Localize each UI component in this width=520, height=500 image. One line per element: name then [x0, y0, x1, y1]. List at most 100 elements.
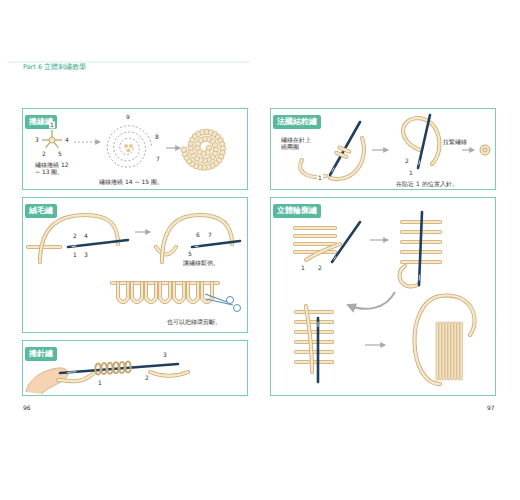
thread-outline	[336, 153, 346, 157]
needle	[68, 240, 128, 247]
step-arrow	[348, 292, 395, 309]
thread	[150, 372, 188, 376]
thread	[295, 243, 335, 245]
scissors-handle	[234, 305, 241, 312]
needle	[332, 222, 360, 262]
needle-eye	[419, 275, 420, 281]
callout-number: 4	[83, 232, 89, 239]
note-text: 拉緊繡線	[442, 138, 468, 145]
thread-outline	[146, 283, 156, 302]
raised-stitch	[439, 322, 441, 380]
note-text: 讓繡線鬆弛。	[182, 259, 220, 266]
thread	[40, 215, 118, 262]
thread	[162, 215, 232, 262]
needle	[317, 318, 320, 382]
callout-number: 2	[404, 157, 410, 164]
thread	[414, 295, 474, 384]
step-arrow	[365, 344, 385, 345]
raised-stitch	[436, 322, 438, 380]
thread-outline	[160, 283, 170, 302]
step-arrow	[462, 149, 474, 150]
panel-heading: 法國結粒繡	[273, 115, 321, 129]
raised-stitch	[454, 322, 456, 380]
callout-number: 1	[97, 379, 103, 386]
thread-outline	[295, 226, 335, 230]
wrap-coil	[113, 362, 118, 373]
raised-stitch	[460, 322, 462, 380]
thread-outline	[399, 266, 418, 286]
thread	[296, 321, 332, 323]
scissors-blade	[205, 294, 233, 305]
callout-number: 7	[155, 155, 161, 162]
thread-outline	[132, 283, 142, 302]
thread	[118, 283, 128, 302]
note-text: 繡線捲繞 12 ~ 13 圈。	[34, 161, 74, 175]
thread-outline	[296, 330, 332, 334]
thread-outline	[40, 215, 118, 262]
thread-outline	[296, 340, 332, 344]
center-knot	[127, 149, 131, 153]
needle	[419, 212, 422, 285]
callout-number: 1	[72, 251, 78, 258]
callout-number: 6	[195, 231, 201, 238]
thread-outline	[188, 283, 198, 302]
spoke-center	[49, 137, 55, 143]
thread	[160, 283, 170, 302]
thread	[146, 283, 156, 302]
thread	[156, 247, 176, 255]
raised-stitch	[457, 322, 459, 380]
stitch-panel: 捲針繡	[22, 340, 248, 396]
thread-outline	[296, 310, 332, 314]
raised-stitch	[448, 322, 450, 380]
needle-eye	[318, 322, 319, 327]
callout-number: 2	[144, 374, 150, 381]
needle-eye	[67, 371, 76, 373]
note-text: 繡線在針上 繞兩圈	[280, 136, 316, 150]
callout-number: 2	[41, 150, 47, 157]
callout-number: 1	[49, 121, 55, 128]
wrap-coil	[107, 363, 112, 374]
thread	[306, 306, 312, 372]
thread-outline	[295, 242, 335, 246]
note-text: 97	[486, 404, 496, 411]
callout-number: 1	[300, 264, 306, 271]
thread	[296, 331, 332, 333]
thread-outline	[156, 247, 176, 255]
callout-number: 3	[83, 251, 89, 258]
thread-outline	[118, 283, 128, 302]
wrap-coil	[119, 362, 124, 373]
raised-stitch	[442, 322, 444, 380]
callout-number: 2	[72, 232, 78, 239]
rose-bead	[181, 147, 187, 153]
needle-eye	[195, 246, 199, 247]
wrap-coil	[95, 364, 100, 375]
knot-core	[483, 148, 487, 152]
step-arrow	[372, 149, 388, 150]
wrap-coil	[125, 362, 130, 373]
needle	[418, 115, 430, 168]
thread	[296, 351, 332, 353]
thread	[296, 311, 332, 313]
thread-outline	[162, 215, 232, 262]
callout-number: 7	[207, 231, 213, 238]
note-text: 在貼近 1 的位置入針。	[395, 180, 459, 187]
callout-number: 8	[154, 133, 160, 140]
note-text: Part 6 立體刺繡教學	[22, 64, 87, 72]
needle-eye	[418, 161, 420, 165]
raised-stitch	[445, 322, 447, 380]
callout-number: 2	[317, 264, 323, 271]
center-knot	[124, 144, 128, 148]
thread-outline	[414, 295, 474, 384]
thread	[399, 266, 418, 286]
note-text: 繡線捲繞 14 ~ 15 圈。	[98, 178, 164, 185]
thread-outline	[295, 234, 335, 238]
center-knot	[129, 144, 133, 148]
callout-number: 4	[64, 136, 70, 143]
thread	[296, 341, 332, 343]
note-text: 96	[22, 404, 32, 411]
thread	[132, 283, 142, 302]
thread	[174, 283, 184, 302]
callout-number: 5	[187, 250, 193, 257]
